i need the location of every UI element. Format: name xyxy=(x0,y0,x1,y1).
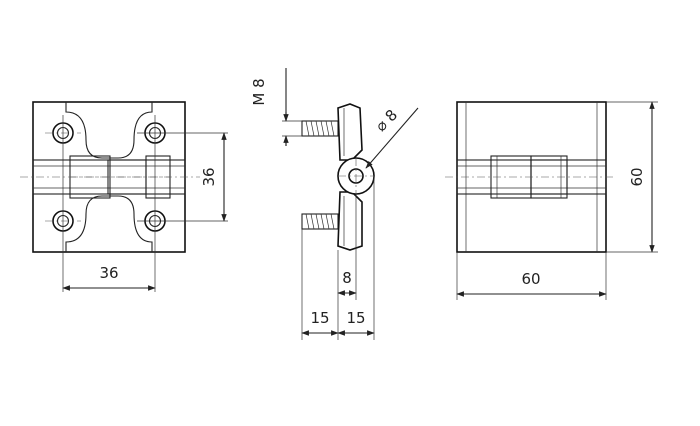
side-lower-screw xyxy=(301,213,339,230)
back-view: 60 60 xyxy=(445,101,658,300)
dim-screw-right: 15 xyxy=(346,309,365,327)
side-upper-leaf xyxy=(337,103,363,161)
side-lower-leaf xyxy=(337,191,363,251)
dim-offset-knuckle: 8 xyxy=(342,269,352,287)
front-view: 36 36 xyxy=(20,101,228,292)
dim-height: 60 xyxy=(628,167,646,186)
dim-front-hole-spacing-v: 36 xyxy=(200,167,218,186)
dim-pin-diameter: ⌀ 8 xyxy=(372,106,401,135)
side-view: M 8 ⌀ 8 8 15 15 xyxy=(250,68,419,340)
dim-front-hole-spacing-h: 36 xyxy=(99,264,118,282)
dim-width: 60 xyxy=(521,270,540,288)
dim-screw-left: 15 xyxy=(310,309,329,327)
dim-thread: M 8 xyxy=(250,78,268,105)
side-upper-screw xyxy=(301,120,339,137)
